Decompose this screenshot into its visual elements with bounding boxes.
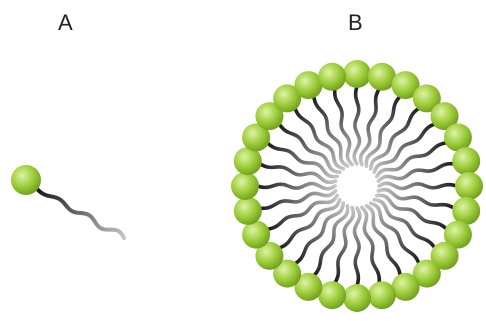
micelle-head (318, 63, 346, 91)
micelle-tail (379, 183, 457, 188)
micelle-head (343, 284, 371, 312)
micelle-head (452, 147, 480, 175)
micelle (231, 60, 483, 312)
hydrophobic-tail (36, 188, 124, 238)
micelle-tail (355, 208, 360, 286)
micelle-head (234, 197, 262, 225)
micelle-tail (335, 89, 352, 165)
micelle-head (343, 60, 371, 88)
micelle-head (231, 172, 259, 200)
micelle-head (368, 281, 396, 309)
micelle-tail (378, 164, 454, 181)
hydrophilic-head (11, 165, 41, 195)
single-molecule (11, 165, 124, 238)
micelle-tail (354, 86, 359, 164)
micelle-head (455, 172, 483, 200)
micelle-tail (362, 207, 379, 283)
micelle-tail (257, 184, 335, 189)
micelle-tail (260, 191, 336, 208)
